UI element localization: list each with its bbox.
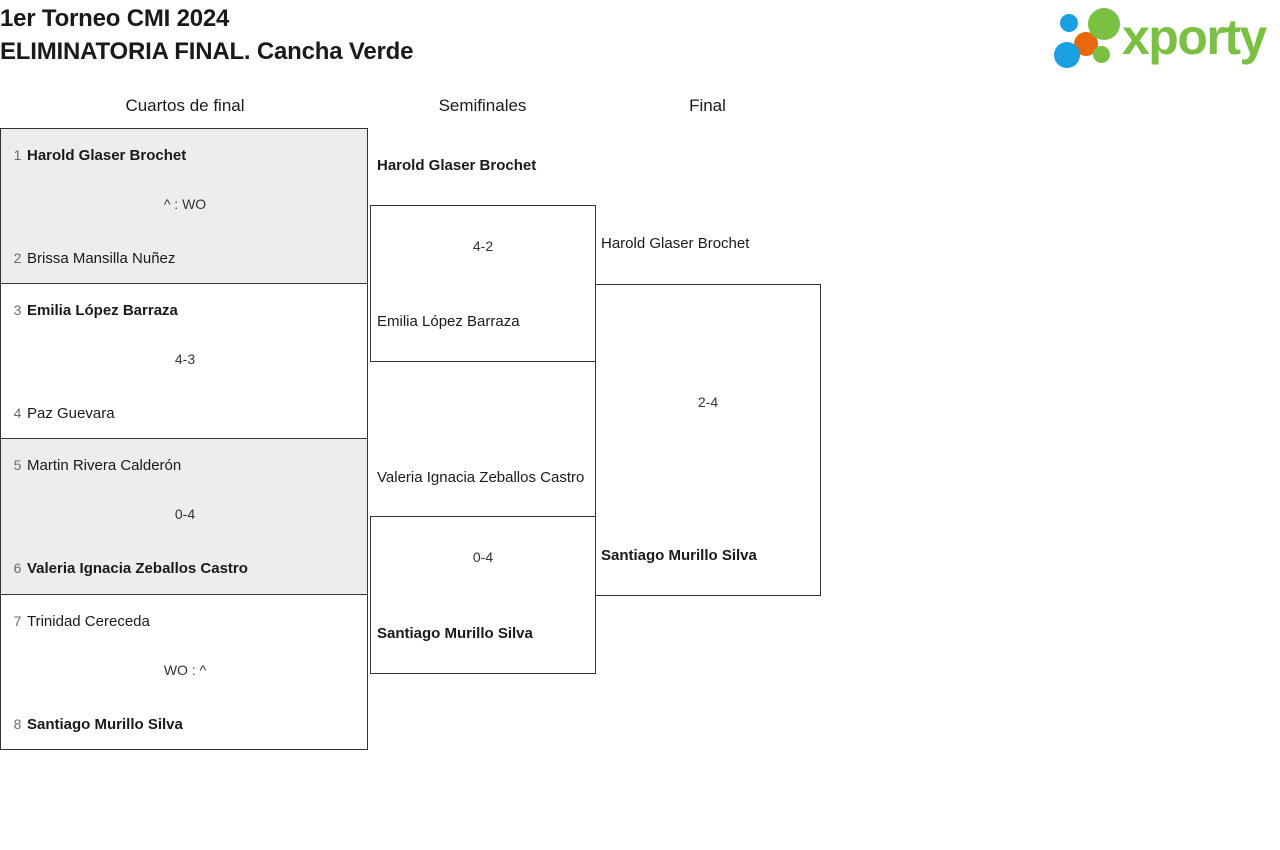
match-score: WO : ^ — [163, 662, 207, 678]
player-name: Trinidad Cereceda — [27, 612, 150, 630]
player-name: Harold Glaser Brochet — [601, 235, 750, 252]
player-name: Santiago Murillo Silva — [27, 715, 183, 733]
tournament-stage: ELIMINATORIA FINAL. Cancha Verde — [0, 38, 414, 65]
player-seed: 3 — [13, 302, 22, 318]
match-score: 0-4 — [174, 506, 196, 522]
tournament-name: 1er Torneo CMI 2024 — [0, 5, 230, 32]
xporty-logo[interactable]: xporty — [1048, 6, 1276, 68]
player-name: Emilia López Barraza — [27, 301, 178, 319]
player-name: Martin Rivera Calderón — [27, 456, 182, 474]
player-seed: 8 — [13, 716, 22, 732]
logo-dot-blue-small-icon — [1060, 14, 1078, 32]
player-seed: 6 — [13, 560, 22, 576]
player-name: Valeria Ignacia Zeballos Castro — [377, 469, 585, 486]
page-title: 1er Torneo CMI 2024 ELIMINATORIA FINAL. … — [0, 2, 413, 68]
player-name: Brissa Mansilla Nuñez — [27, 249, 176, 267]
match-score: 4-3 — [174, 351, 196, 367]
match-score: 4-2 — [472, 238, 494, 254]
page-header: 1er Torneo CMI 2024 ELIMINATORIA FINAL. … — [0, 0, 1280, 78]
match-player-row[interactable]: 4 Paz Guevara — [1, 401, 369, 425]
player-seed: 1 — [13, 147, 22, 163]
round-header-quarterfinals: Cuartos de final — [125, 96, 245, 115]
quarterfinal-match-1[interactable]: 1 Harold Glaser Brochet ^ : WO 2 Brissa … — [0, 128, 368, 284]
player-name: Harold Glaser Brochet — [377, 157, 537, 174]
match-score: ^ : WO — [163, 196, 207, 212]
match-player-row[interactable]: 8 Santiago Murillo Silva — [1, 712, 369, 736]
quarterfinal-match-3[interactable]: 5 Martin Rivera Calderón 0-4 6 Valeria I… — [0, 439, 368, 595]
player-seed: 5 — [13, 457, 22, 473]
match-score: 2-4 — [697, 394, 719, 410]
match-player-row[interactable]: 7 Trinidad Cereceda — [1, 609, 369, 633]
player-name: Paz Guevara — [27, 404, 115, 422]
match-player-row[interactable]: 3 Emilia López Barraza — [1, 298, 369, 322]
logo-dot-green-large-icon — [1088, 8, 1120, 40]
player-name: Emilia López Barraza — [377, 313, 520, 330]
player-seed: 7 — [13, 613, 22, 629]
player-name: Valeria Ignacia Zeballos Castro — [27, 559, 248, 577]
player-seed: 2 — [13, 250, 22, 266]
match-player-row[interactable]: 6 Valeria Ignacia Zeballos Castro — [1, 556, 369, 580]
match-player-row[interactable]: 5 Martin Rivera Calderón — [1, 453, 369, 477]
semifinal-match-2[interactable]: 0-4 — [370, 516, 596, 674]
player-name: Harold Glaser Brochet — [27, 146, 187, 164]
quarterfinal-match-2[interactable]: 3 Emilia López Barraza 4-3 4 Paz Guevara — [0, 284, 368, 439]
logo-dot-green-small-icon — [1093, 46, 1110, 63]
quarterfinal-match-4[interactable]: 7 Trinidad Cereceda WO : ^ 8 Santiago Mu… — [0, 595, 368, 750]
match-player-row[interactable]: 1 Harold Glaser Brochet — [1, 143, 369, 167]
player-name: Santiago Murillo Silva — [601, 547, 757, 564]
logo-dot-blue-large-icon — [1054, 42, 1080, 68]
final-match[interactable]: 2-4 — [595, 284, 821, 596]
player-seed: 4 — [13, 405, 22, 421]
round-header-final: Final — [689, 96, 726, 115]
logo-wordmark: xporty — [1122, 9, 1267, 65]
match-score: 0-4 — [472, 549, 494, 565]
round-header-semifinals: Semifinales — [438, 96, 527, 115]
logo-dots-icon — [1048, 6, 1126, 68]
match-player-row[interactable]: 2 Brissa Mansilla Nuñez — [1, 246, 369, 270]
semifinal-match-1[interactable]: 4-2 — [370, 205, 596, 362]
player-name: Santiago Murillo Silva — [377, 625, 533, 642]
